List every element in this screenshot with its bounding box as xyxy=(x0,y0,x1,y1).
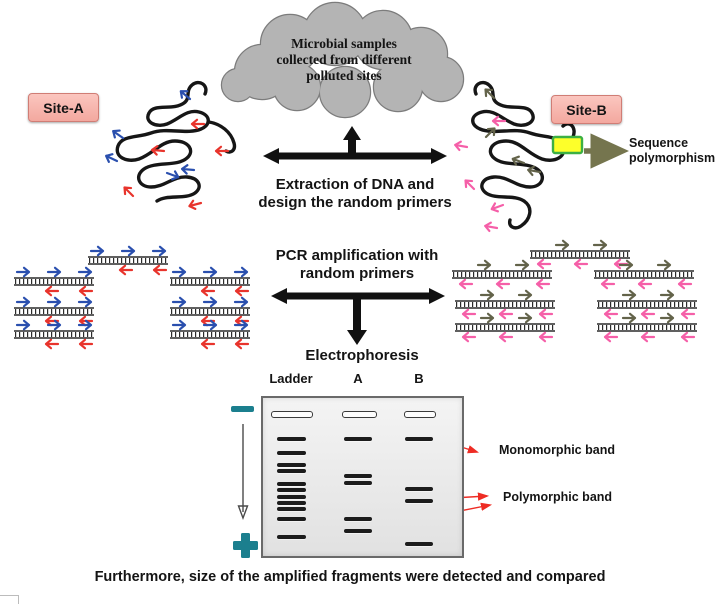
minus-electrode-icon xyxy=(231,406,254,412)
extraction-arrow xyxy=(263,126,447,164)
polymorphic-sequence-marker xyxy=(551,135,584,155)
primer-arrows-site-a xyxy=(103,86,230,212)
pcr-arrow xyxy=(271,288,445,345)
gel-band-ladder xyxy=(276,451,306,455)
amplified-fragments-site-b xyxy=(452,241,697,341)
gel-electrodes xyxy=(231,406,258,558)
gel-band-b xyxy=(405,437,433,441)
gel-band-b xyxy=(405,499,433,503)
dna-squiggle-site-a xyxy=(103,80,237,212)
gel-band-a xyxy=(344,517,372,521)
site-b-label: Site-B xyxy=(566,101,607,118)
site-b-badge: Site-B xyxy=(551,95,622,124)
extraction-line: design the random primers xyxy=(258,194,452,211)
pcr-line: PCR amplification with xyxy=(275,247,439,264)
electrophoresis-step-label: Electrophoresis xyxy=(305,347,419,364)
gel-box xyxy=(261,396,464,558)
gel-band-ladder xyxy=(276,507,306,511)
lane-label-a: A xyxy=(353,371,363,386)
lane-label-b: B xyxy=(414,371,424,386)
pcr-step-label: PCR amplification with random primers xyxy=(247,247,467,283)
gel-band-ladder xyxy=(276,482,306,486)
gel-band-ladder xyxy=(276,535,306,539)
gel-band-ladder xyxy=(276,437,306,441)
gel-band-ladder xyxy=(276,517,306,521)
cloud-line: collected from different xyxy=(276,52,412,67)
amplified-fragments-site-a xyxy=(14,247,250,348)
gel-band-a xyxy=(344,481,372,485)
gel-band-ladder xyxy=(276,488,306,492)
gel-well-a xyxy=(341,411,377,418)
gel-band-ladder xyxy=(276,469,306,473)
gel-well-ladder xyxy=(271,411,313,418)
cloud-line: polluted sites xyxy=(306,68,382,83)
primer-arrows-site-b xyxy=(453,85,542,234)
cloud-label: Microbial samples collected from differe… xyxy=(244,36,444,84)
gel-band-ladder xyxy=(276,463,306,467)
site-a-badge: Site-A xyxy=(28,93,99,122)
gel-band-a xyxy=(344,437,372,441)
lane-label-ladder: Ladder xyxy=(269,371,313,386)
gel-band-a xyxy=(344,529,372,533)
corner-artifact xyxy=(0,595,19,604)
pcr-line: random primers xyxy=(299,265,415,282)
figure-caption: Furthermore, size of the amplified fragm… xyxy=(94,569,606,585)
site-a-label: Site-A xyxy=(43,99,84,116)
extraction-step-label: Extraction of DNA and design the random … xyxy=(245,176,465,212)
cloud-line: Microbial samples xyxy=(291,36,397,51)
gel-band-a xyxy=(344,474,372,478)
plus-electrode-icon xyxy=(233,533,258,558)
sequence-line: Sequence xyxy=(629,136,689,150)
gel-well-b xyxy=(404,411,436,418)
monomorphic-band-label: Monomorphic band xyxy=(499,443,615,457)
gel-band-b xyxy=(405,487,433,491)
sequence-line: polymorphism xyxy=(629,151,716,165)
sequence-polymorphism-label: Sequence polymorphism xyxy=(629,136,715,166)
gel-band-ladder xyxy=(276,501,306,505)
gel-band-b xyxy=(405,542,433,546)
polymorphic-band-label: Polymorphic band xyxy=(503,490,613,504)
gel-band-ladder xyxy=(276,495,306,499)
extraction-line: Extraction of DNA and xyxy=(275,176,435,193)
